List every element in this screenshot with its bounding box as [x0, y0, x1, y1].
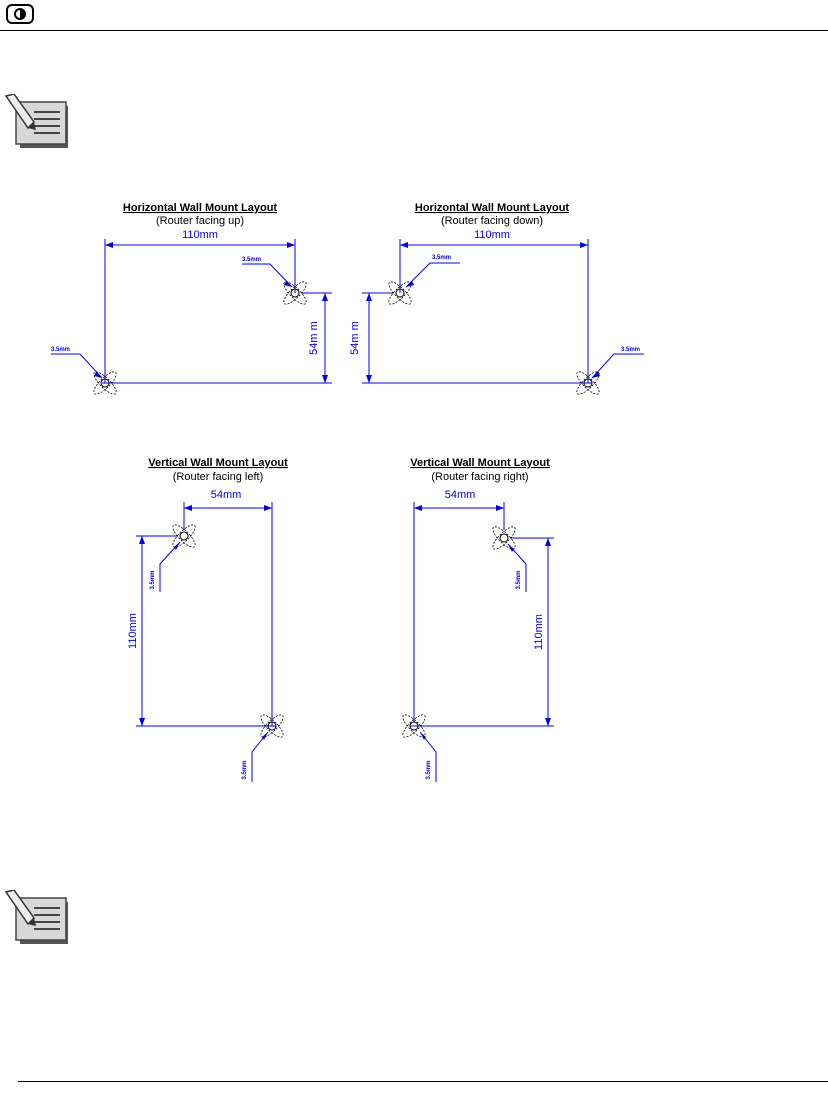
footer-rule	[18, 1081, 828, 1082]
height-dimension-label: 110mm	[127, 613, 139, 649]
circle-logo-icon	[6, 4, 34, 24]
diagram-subtitle: (Router facing down)	[441, 215, 543, 227]
diagram-subtitle: (Router facing right)	[431, 471, 528, 483]
width-dimension-label: 54mm	[211, 489, 242, 501]
notepad-pencil-icon	[4, 94, 68, 150]
diagram-title: Horizontal Wall Mount Layout	[415, 202, 570, 214]
diagram-title: Horizontal Wall Mount Layout	[123, 202, 278, 214]
height-dimension-label: 54m m	[349, 321, 361, 355]
hole-size-label: 3.5mm	[621, 347, 640, 353]
diagram-vertical-facing-right: Vertical Wall Mount Layout (Router facin…	[390, 452, 570, 787]
diagram-title: Vertical Wall Mount Layout	[410, 457, 550, 469]
height-dimension-label: 54m m	[308, 321, 320, 355]
diagram-subtitle: (Router facing up)	[156, 215, 244, 227]
width-dimension-label: 110mm	[474, 229, 510, 241]
diagram-subtitle: (Router facing left)	[173, 471, 263, 483]
notepad-pencil-icon	[4, 890, 68, 946]
diagram-horizontal-facing-down: Horizontal Wall Mount Layout (Router fac…	[342, 195, 652, 410]
hole-size-label: 3.5mm	[242, 257, 261, 263]
diagram-title: Vertical Wall Mount Layout	[148, 457, 288, 469]
width-dimension-label: 54mm	[445, 489, 476, 501]
width-dimension-label: 110mm	[182, 229, 218, 241]
hole-size-label: 3.5mm	[516, 570, 522, 589]
hole-size-label: 3.5mm	[426, 760, 432, 779]
hole-size-label: 3.5mm	[51, 347, 70, 353]
hole-size-label: 3.5mm	[432, 255, 451, 261]
height-dimension-label: 110mm	[533, 614, 545, 650]
diagram-vertical-facing-left: Vertical Wall Mount Layout (Router facin…	[130, 452, 310, 787]
diagram-horizontal-facing-up: Horizontal Wall Mount Layout (Router fac…	[40, 195, 340, 410]
header-rule	[0, 30, 828, 31]
hole-size-label: 3.5mm	[150, 570, 156, 589]
hole-size-label: 3.5mm	[242, 760, 248, 779]
